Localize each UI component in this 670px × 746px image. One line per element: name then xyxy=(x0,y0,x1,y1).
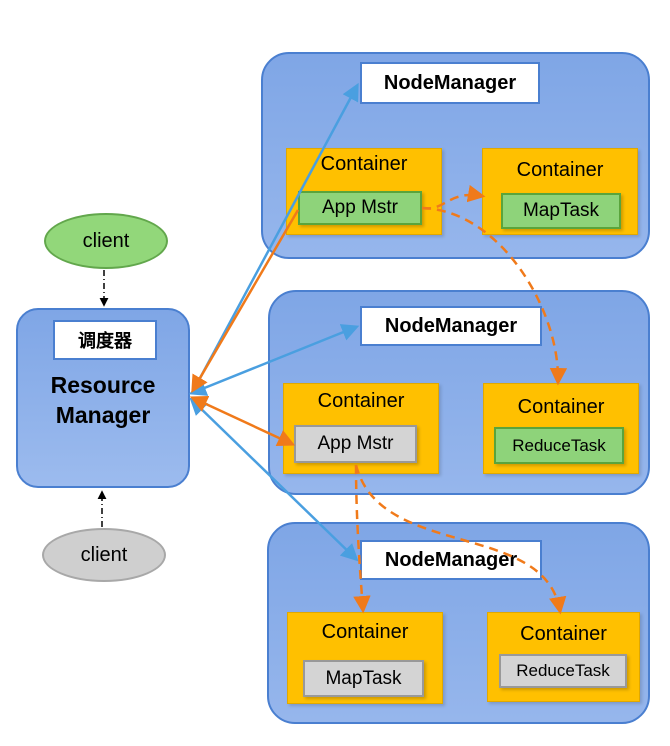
app-master-task-2: App Mstr xyxy=(294,425,417,463)
node-manager-label-3: NodeManager xyxy=(360,540,542,580)
client-top: client xyxy=(44,213,168,269)
container-title: Container xyxy=(516,159,604,181)
container-title: Container xyxy=(517,396,605,418)
container-title: Container xyxy=(321,621,409,643)
node-manager-label-2: NodeManager xyxy=(360,306,542,346)
map-task-1: MapTask xyxy=(501,193,621,229)
resource-manager xyxy=(16,308,190,488)
reduce-task-3: ReduceTask xyxy=(499,654,627,688)
container-title: Container xyxy=(317,390,405,412)
resource-manager-title: Resource Manager xyxy=(16,370,190,430)
resource-manager-title-line2: Manager xyxy=(55,402,151,428)
scheduler-label: 调度器 xyxy=(53,320,157,360)
app-master-task-1: App Mstr xyxy=(298,191,422,225)
container-title: Container xyxy=(320,153,408,175)
client-bottom: client xyxy=(42,528,166,582)
node-manager-label-1: NodeManager xyxy=(360,62,540,104)
resource-manager-title-line1: Resource xyxy=(50,372,156,398)
container-title: Container xyxy=(520,623,607,645)
reduce-task-2: ReduceTask xyxy=(494,427,624,464)
map-task-3: MapTask xyxy=(303,660,424,697)
